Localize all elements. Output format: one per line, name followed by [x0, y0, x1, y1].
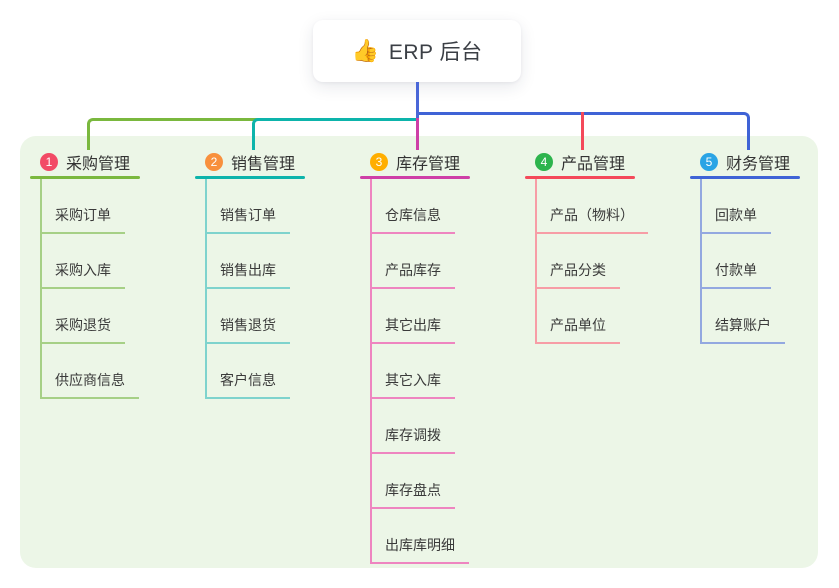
child-row: 产品单位: [525, 289, 690, 344]
child-row: 客户信息: [195, 344, 360, 399]
branch-underline: [195, 176, 305, 179]
branches-background-panel: [20, 136, 818, 568]
branch-title: 财务管理: [726, 155, 791, 173]
root-connector: [416, 82, 419, 118]
branch-node-1[interactable]: 1 采购管理: [30, 149, 195, 174]
branch-title: 库存管理: [396, 155, 461, 173]
branch-node-2[interactable]: 2 销售管理: [195, 149, 360, 174]
branch-3: 3 库存管理仓库信息产品库存其它出库其它入库库存调拨库存盘点出库库明细: [360, 149, 525, 564]
branch-child-line: [700, 179, 702, 344]
child-row: 回款单: [690, 179, 839, 234]
branch-number-badge: 4: [535, 152, 553, 171]
branch-number-badge: 2: [205, 152, 223, 171]
connector-branch-3: [416, 112, 419, 150]
child-row: 产品分类: [525, 234, 690, 289]
child-node[interactable]: 产品分类: [535, 260, 620, 289]
root-node[interactable]: 👍 ERP 后台: [313, 20, 521, 82]
child-node[interactable]: 产品库存: [370, 260, 455, 289]
branch-underline: [30, 176, 140, 179]
branch-1: 1 采购管理采购订单采购入库采购退货供应商信息: [30, 149, 195, 399]
branch-node-3[interactable]: 3 库存管理: [360, 149, 525, 174]
child-row: 销售订单: [195, 179, 360, 234]
child-row: 结算账户: [690, 289, 839, 344]
child-row: 采购退货: [30, 289, 195, 344]
child-node[interactable]: 产品（物料）: [535, 205, 648, 234]
branch-title: 产品管理: [561, 155, 626, 173]
child-row: 其它出库: [360, 289, 525, 344]
branch-2: 2 销售管理销售订单销售出库销售退货客户信息: [195, 149, 360, 399]
branch-number-badge: 1: [40, 152, 58, 171]
child-node[interactable]: 结算账户: [700, 315, 785, 344]
child-row: 销售出库: [195, 234, 360, 289]
branch-underline: [360, 176, 470, 179]
child-node[interactable]: 采购退货: [40, 315, 125, 344]
connector-branch-1: [87, 118, 417, 150]
child-row: 仓库信息: [360, 179, 525, 234]
child-node[interactable]: 客户信息: [205, 370, 290, 399]
child-row: 销售退货: [195, 289, 360, 344]
branch-number-badge: 5: [700, 152, 718, 171]
child-node[interactable]: 采购订单: [40, 205, 125, 234]
branch-node-5[interactable]: 5 财务管理: [690, 149, 839, 174]
child-row: 供应商信息: [30, 344, 195, 399]
child-row: 产品（物料）: [525, 179, 690, 234]
branch-underline: [690, 176, 800, 179]
child-node[interactable]: 仓库信息: [370, 205, 455, 234]
child-row: 库存盘点: [360, 454, 525, 509]
child-node[interactable]: 出库库明细: [370, 535, 469, 564]
child-row: 库存调拨: [360, 399, 525, 454]
thumbs-up-icon: 👍: [351, 38, 379, 63]
branch-5: 5 财务管理回款单付款单结算账户: [690, 149, 839, 344]
child-node[interactable]: 销售出库: [205, 260, 290, 289]
child-row: 产品库存: [360, 234, 525, 289]
child-node[interactable]: 库存盘点: [370, 480, 455, 509]
connector-branch-4: [581, 112, 584, 150]
child-node[interactable]: 供应商信息: [40, 370, 139, 399]
child-node[interactable]: 其它入库: [370, 370, 455, 399]
child-row: 采购入库: [30, 234, 195, 289]
child-row: 其它入库: [360, 344, 525, 399]
branch-title: 采购管理: [66, 155, 131, 173]
branch-child-line: [40, 179, 42, 399]
child-node[interactable]: 付款单: [700, 260, 771, 289]
child-node[interactable]: 采购入库: [40, 260, 125, 289]
child-node[interactable]: 产品单位: [535, 315, 620, 344]
child-node[interactable]: 销售订单: [205, 205, 290, 234]
connector-branch-2: [252, 118, 417, 150]
child-row: 付款单: [690, 234, 839, 289]
branch-node-4[interactable]: 4 产品管理: [525, 149, 690, 174]
branch-number-badge: 3: [370, 152, 388, 171]
branch-4: 4 产品管理产品（物料） 产品分类产品单位: [525, 149, 690, 344]
branch-title: 销售管理: [231, 155, 296, 173]
child-node[interactable]: 回款单: [700, 205, 771, 234]
child-node[interactable]: 销售退货: [205, 315, 290, 344]
branch-underline: [525, 176, 635, 179]
child-node[interactable]: 库存调拨: [370, 425, 455, 454]
branch-child-line: [205, 179, 207, 399]
branch-child-line: [535, 179, 537, 344]
child-row: 采购订单: [30, 179, 195, 234]
child-node[interactable]: 其它出库: [370, 315, 455, 344]
child-row: 出库库明细: [360, 509, 525, 564]
branch-child-line: [370, 179, 372, 564]
root-node-label: ERP 后台: [388, 41, 483, 64]
